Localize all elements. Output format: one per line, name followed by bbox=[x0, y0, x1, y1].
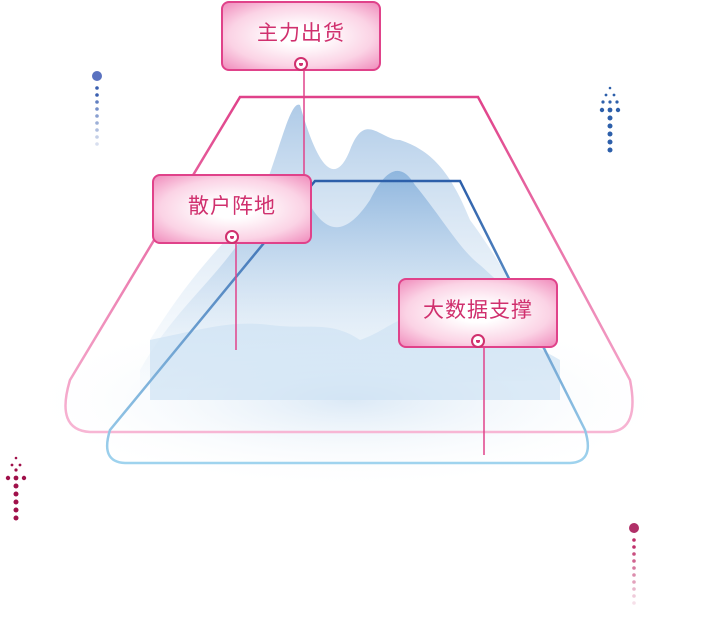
dotted-arrow-red-up bbox=[5, 456, 27, 521]
label-big-data-support: 大数据支撑 bbox=[398, 278, 558, 348]
dotted-arrow-blue-up bbox=[599, 86, 621, 153]
label-main-selling: 主力出货 bbox=[221, 1, 381, 71]
label-retail-position: 散户阵地 bbox=[152, 174, 312, 244]
label-main-selling-text: 主力出货 bbox=[257, 21, 345, 45]
anchor-dot-icon bbox=[225, 230, 239, 244]
anchor-dot-icon bbox=[294, 57, 308, 71]
pink-frame bbox=[64, 95, 634, 434]
label-retail-position-text: 散户阵地 bbox=[188, 194, 276, 218]
dotted-arrow-blue-top-left bbox=[92, 71, 102, 146]
label-big-data-support-text: 大数据支撑 bbox=[423, 298, 533, 322]
anchor-dot-icon bbox=[471, 334, 485, 348]
blue-frame bbox=[105, 179, 590, 465]
dotted-arrow-red-bottom-right bbox=[629, 523, 639, 605]
